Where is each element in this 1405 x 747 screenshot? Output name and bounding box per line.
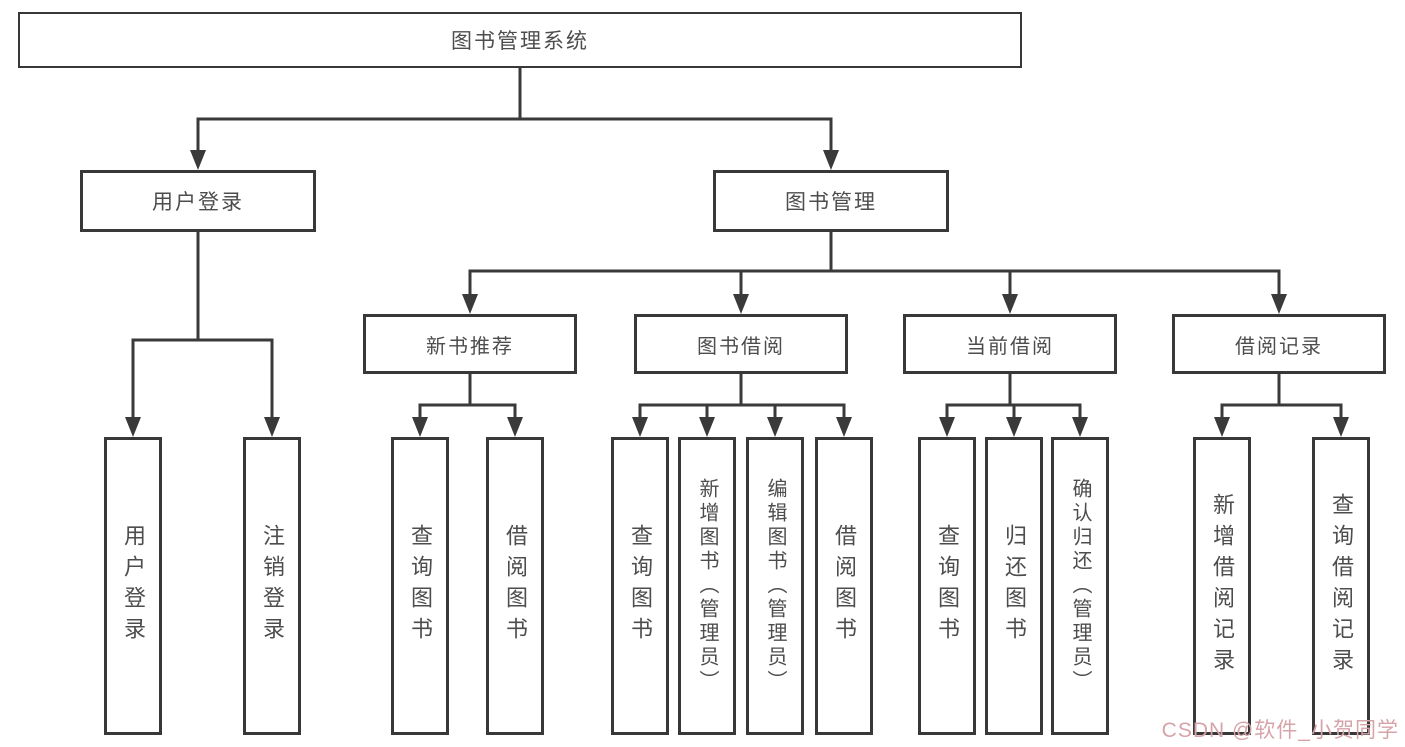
leaf-user-login: 用户登录	[104, 437, 162, 735]
leaf-nbr-borrow-books: 借阅图书	[486, 437, 544, 735]
leaf-br-query-record: 查询借阅记录	[1312, 437, 1370, 735]
leaf-label: 归还图书	[1002, 524, 1027, 648]
leaf-cb-return-books: 归还图书	[985, 437, 1043, 735]
leaf-logout: 注销登录	[243, 437, 301, 735]
leaf-bb-edit-books-admin: 编辑图书（管理员）	[746, 437, 804, 735]
node-new-book-recommend: 新书推荐	[363, 314, 577, 374]
leaf-label: 注销登录	[260, 524, 285, 648]
leaf-label: 查询图书	[408, 524, 433, 648]
node-book-management: 图书管理	[713, 170, 949, 232]
leaf-label: 编辑图书（管理员）	[764, 478, 786, 694]
leaf-nbr-query-books: 查询图书	[391, 437, 449, 735]
leaf-label: 确认归还（管理员）	[1069, 478, 1091, 694]
leaf-cb-confirm-return-admin: 确认归还（管理员）	[1051, 437, 1109, 735]
leaf-label: 查询借阅记录	[1329, 493, 1354, 679]
node-root: 图书管理系统	[18, 12, 1022, 68]
leaf-bb-borrow-books: 借阅图书	[815, 437, 873, 735]
leaf-cb-query-books: 查询图书	[918, 437, 976, 735]
leaf-label: 用户登录	[121, 524, 146, 648]
node-current-borrow: 当前借阅	[903, 314, 1117, 374]
leaf-br-add-record: 新增借阅记录	[1193, 437, 1251, 735]
leaf-bb-query-books: 查询图书	[611, 437, 669, 735]
node-book-borrow: 图书借阅	[634, 314, 848, 374]
leaf-label: 借阅图书	[503, 524, 528, 648]
leaf-label: 借阅图书	[832, 524, 857, 648]
node-user-login: 用户登录	[80, 170, 316, 232]
leaf-label: 查询图书	[628, 524, 653, 648]
leaf-label: 新增图书（管理员）	[696, 478, 718, 694]
node-borrow-records: 借阅记录	[1172, 314, 1386, 374]
leaf-label: 新增借阅记录	[1210, 493, 1235, 679]
leaf-bb-add-books-admin: 新增图书（管理员）	[678, 437, 736, 735]
leaf-label: 查询图书	[935, 524, 960, 648]
